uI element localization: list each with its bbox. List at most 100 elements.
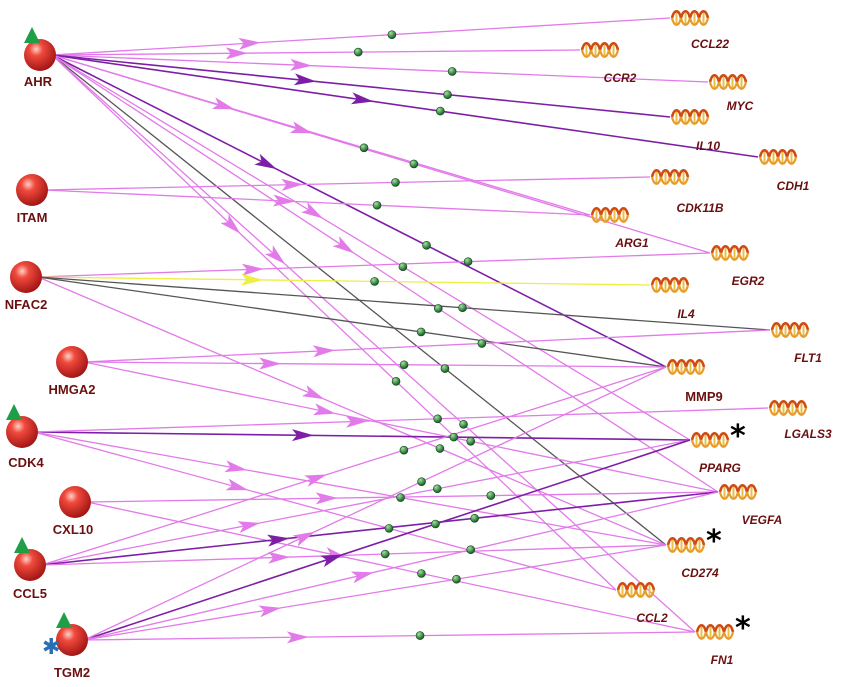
edge-tgm2-vegfa: [83, 491, 719, 641]
gene-label: MYC: [727, 99, 754, 113]
gene-node-il4[interactable]: IL4: [650, 276, 695, 321]
gene-node-il10[interactable]: IL10: [670, 108, 720, 153]
dna-helix-icon: [670, 108, 710, 125]
edge-junction-dot: [380, 549, 390, 559]
edge-arrowhead: [237, 521, 261, 533]
regulator-sphere: [10, 261, 42, 293]
regulator-node-cdk4[interactable]: CDK4: [6, 404, 44, 470]
dna-helix-icon: [670, 9, 710, 26]
edge-junction-dot: [431, 519, 440, 529]
gene-node-cdh1[interactable]: CDH1: [758, 148, 810, 193]
edge-arrowhead: [225, 478, 249, 491]
regulator-sphere: [16, 174, 48, 206]
edge-junction-dot: [372, 200, 382, 210]
gene-node-arg1[interactable]: ARG1: [590, 206, 649, 250]
edge-tgm2-mmp9: [83, 366, 667, 641]
gene-node-ccl2[interactable]: CCL2: [616, 581, 668, 625]
regulator-label: CDK4: [8, 455, 44, 470]
edge-arrowhead: [272, 194, 296, 207]
edge-junction-dot: [416, 327, 426, 337]
gene-node-cdk11b[interactable]: CDK11B: [650, 168, 724, 215]
edge-junction-dot: [452, 574, 461, 584]
edge-arrowhead: [304, 474, 328, 487]
edge-junction-dot: [443, 90, 452, 99]
edge-arrowhead: [259, 357, 282, 370]
edge-junction-dot: [399, 360, 409, 370]
edge-cdk4-cd274: [33, 431, 667, 546]
regulator-node-nfac2[interactable]: NFAC2: [5, 261, 48, 312]
upregulated-triangle-icon: [24, 27, 40, 43]
edge-cdk4-pparg: [33, 429, 691, 442]
gene-node-mmp9[interactable]: MMP9: [666, 358, 723, 404]
gene-label: CCR2: [604, 71, 637, 85]
edge-ahr-cdh1: [51, 54, 759, 158]
gene-node-cd274[interactable]: *CD274: [666, 524, 722, 580]
edge-arrowhead: [350, 571, 374, 584]
dna-helix-icon: [718, 483, 758, 500]
gene-node-fn1[interactable]: *FN1: [695, 611, 751, 667]
edge-arrowhead: [241, 273, 264, 286]
dna-helix-icon: [768, 399, 808, 416]
edge-junction-dot: [387, 30, 397, 39]
edge-itam-cdk11b: [43, 176, 651, 191]
asterisk-marker-icon: *: [706, 524, 722, 559]
edge-arrowhead: [225, 47, 248, 60]
regulator-label: AHR: [24, 74, 53, 89]
asterisk-marker-icon: ✱: [42, 635, 60, 660]
edge-arrowhead: [290, 58, 313, 71]
gene-node-egr2[interactable]: EGR2: [710, 244, 765, 288]
gene-node-lgals3[interactable]: LGALS3: [768, 399, 832, 441]
gene-node-myc[interactable]: MYC: [708, 73, 754, 113]
dna-helix-icon: [650, 168, 690, 185]
gene-label: PPARG: [699, 461, 741, 475]
edge-nfac2-mmp9: [37, 276, 667, 368]
dna-helix-icon: [690, 431, 730, 448]
edge-hmga2-mmp9: [83, 357, 667, 370]
edge-arrowhead: [320, 554, 343, 568]
regulator-node-ccl5[interactable]: CCL5: [13, 537, 47, 601]
gene-node-pparg[interactable]: *PPARG: [690, 419, 746, 475]
edge-ahr-pparg: [51, 54, 691, 441]
upregulated-triangle-icon: [56, 612, 72, 628]
regulator-label: CXL10: [53, 522, 93, 537]
edge-junction-dot: [433, 414, 443, 424]
edge-hmga2-flt1: [83, 329, 771, 363]
gene-node-ccr2[interactable]: CCR2: [580, 41, 637, 85]
gene-node-flt1[interactable]: FLT1: [770, 321, 822, 365]
edge-junction-dot: [399, 445, 409, 455]
regulator-node-ahr[interactable]: AHR: [24, 27, 56, 89]
edge-arrowhead: [238, 37, 261, 50]
gene-label: CCL2: [636, 611, 668, 625]
gene-node-vegfa[interactable]: VEGFA: [718, 483, 782, 527]
edge-junction-dot: [415, 631, 425, 640]
edge-junction-dot: [422, 241, 431, 250]
regulator-node-cxl10[interactable]: CXL10: [53, 486, 93, 537]
regulator-node-hmga2[interactable]: HMGA2: [49, 346, 96, 397]
edge-ahr-myc: [51, 54, 709, 83]
regulator-sphere: [6, 416, 38, 448]
edge-junction-dot: [396, 493, 405, 502]
dna-helix-icon: [666, 536, 706, 553]
gene-label: FLT1: [794, 351, 822, 365]
gene-node-ccl22[interactable]: CCL22: [670, 9, 729, 51]
regulator-node-tgm2[interactable]: ✱TGM2: [42, 612, 90, 680]
edge-junction-dot: [458, 303, 467, 313]
edge-junction-dot: [470, 513, 479, 523]
gene-label: ARG1: [614, 236, 649, 250]
edge-arrowhead: [241, 263, 265, 276]
regulator-sphere: [56, 624, 88, 656]
edge-arrowhead: [291, 429, 314, 442]
edge-junction-dot: [477, 339, 487, 348]
dna-helix-icon: [695, 623, 735, 640]
dna-helix-icon: [650, 276, 690, 293]
edge-hmga2-vegfa: [83, 361, 719, 493]
gene-label: CDH1: [777, 179, 810, 193]
regulator-node-itam[interactable]: ITAM: [16, 174, 48, 225]
edge-ahr-ccr2: [51, 47, 581, 60]
edge-tgm2-fn1: [83, 631, 696, 644]
edge-junctions: [353, 30, 496, 640]
edge-arrowhead: [312, 403, 336, 416]
dna-helix-icon: [580, 41, 620, 58]
